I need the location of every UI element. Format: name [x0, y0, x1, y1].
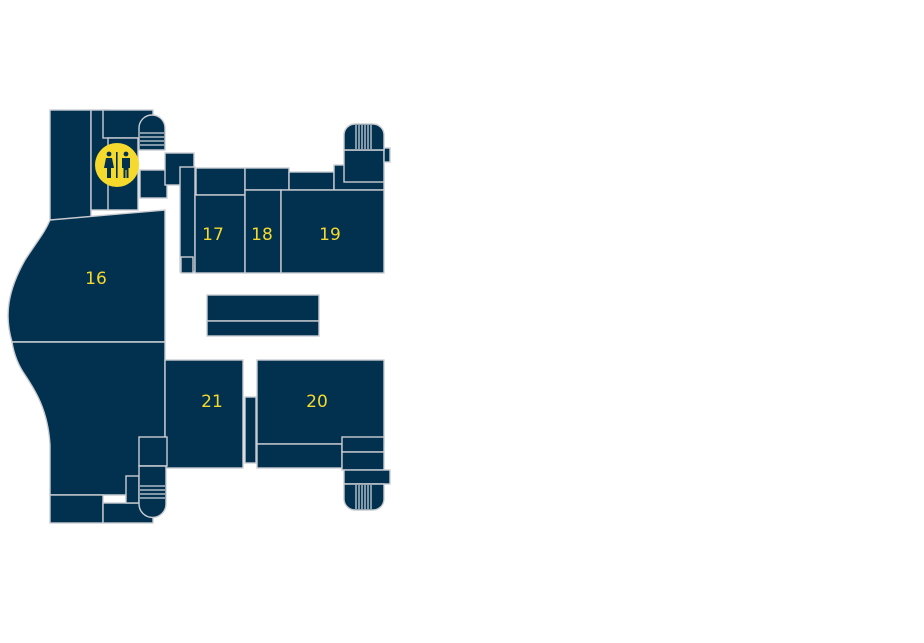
room-block	[288, 171, 335, 191]
room-block	[383, 147, 391, 163]
room-21[interactable]	[164, 359, 244, 469]
room-block	[49, 494, 104, 524]
room-20[interactable]	[256, 359, 385, 445]
room-label-17: 17	[202, 225, 224, 245]
restroom-icon[interactable]	[95, 143, 139, 187]
room-label-20: 20	[306, 392, 328, 412]
room-label-19: 19	[319, 225, 341, 245]
room-block	[244, 167, 290, 191]
room-block	[139, 169, 168, 199]
stairs-icon	[138, 436, 168, 519]
room-block	[341, 451, 385, 471]
stairs-icon	[138, 114, 166, 151]
room-block	[341, 436, 385, 453]
stairs-icon	[343, 123, 385, 151]
room-block	[11, 341, 166, 496]
room-label-16: 16	[85, 269, 107, 289]
room-block	[343, 149, 385, 183]
room-block	[179, 166, 196, 273]
room-19[interactable]	[280, 189, 385, 274]
room-block	[49, 109, 92, 221]
room-label-18: 18	[251, 225, 273, 245]
room-block	[180, 256, 194, 274]
room-block	[256, 443, 343, 469]
room-block	[206, 294, 320, 322]
room-label-21: 21	[201, 392, 223, 412]
room-block	[244, 396, 257, 464]
room-block	[343, 469, 391, 485]
room-block	[125, 475, 140, 504]
room-block	[195, 167, 246, 196]
room-17[interactable]	[194, 194, 246, 274]
room-16[interactable]	[7, 209, 166, 343]
room-block	[206, 320, 320, 337]
stairs-icon	[343, 483, 385, 511]
